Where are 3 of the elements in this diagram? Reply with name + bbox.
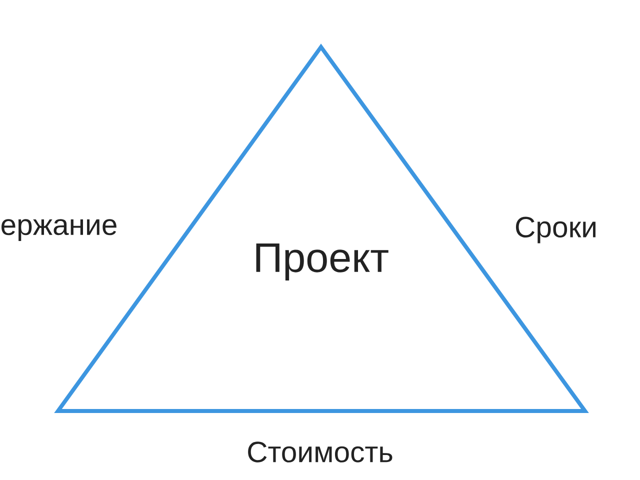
side-label: Стоимость (248, 442, 392, 462)
side-label: Сроки (516, 216, 596, 244)
side-label: ержание (2, 219, 116, 241)
